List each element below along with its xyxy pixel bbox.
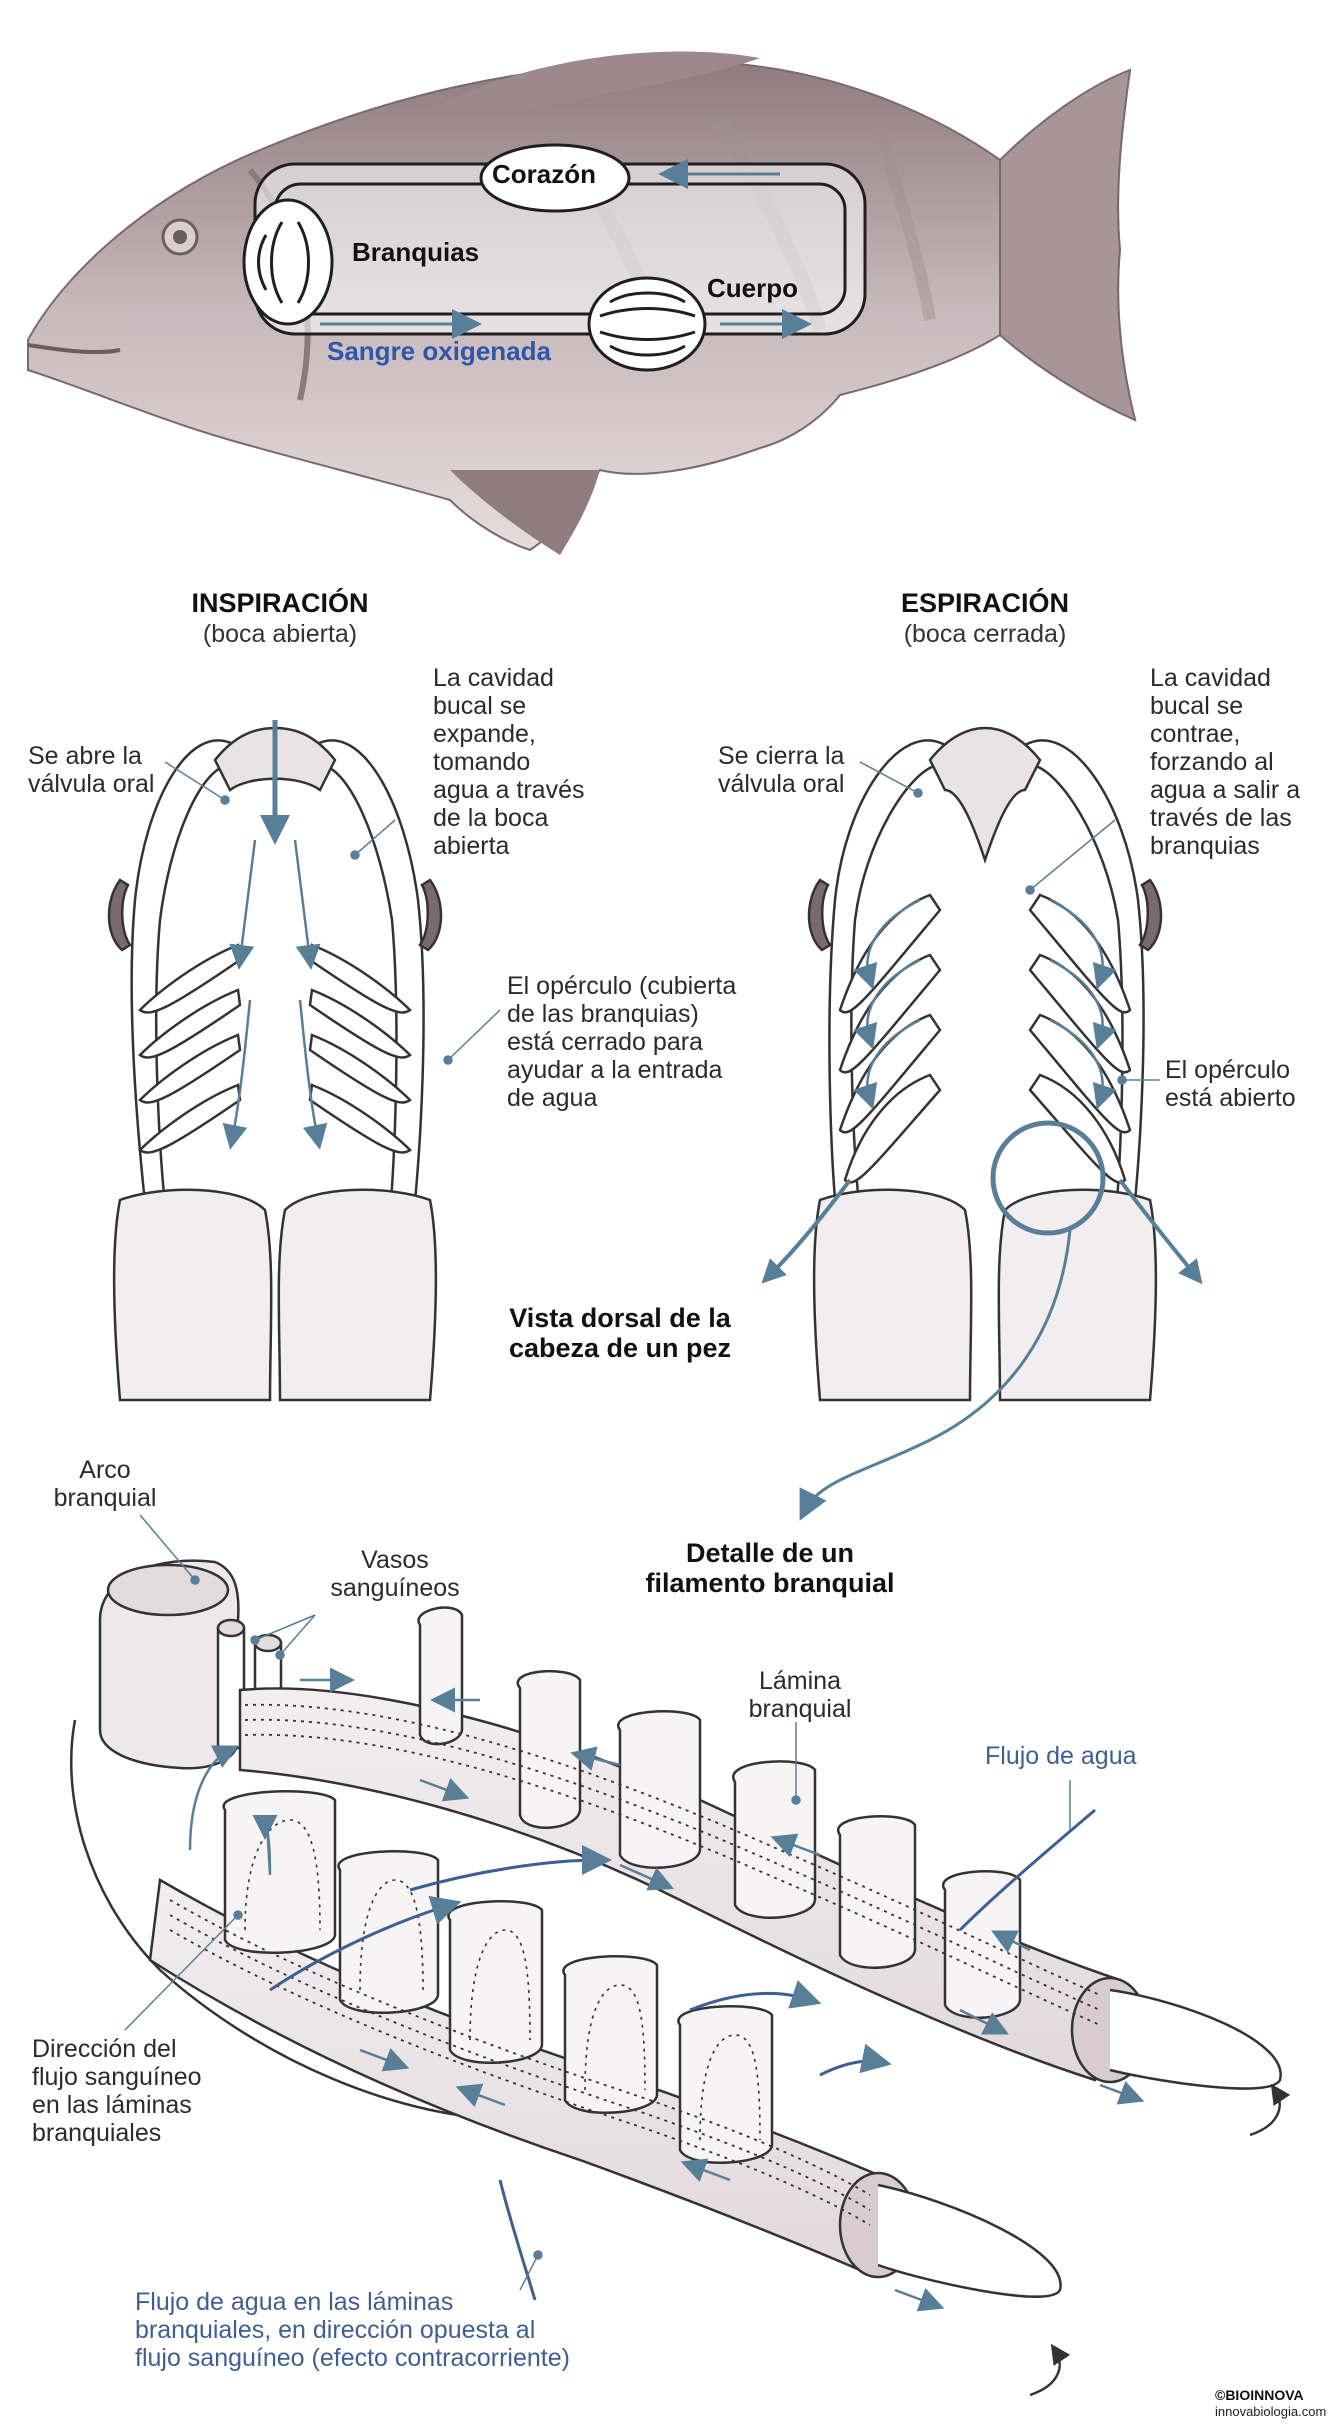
detail-title: Detalle de un filamento branquial	[645, 1538, 895, 1599]
inspiration-title: INSPIRACIÓN	[191, 588, 369, 618]
circulation-loop	[242, 143, 867, 372]
expiration-leader-lines	[859, 761, 1160, 1085]
inspiration-valve-label: Se abre la válvula oral	[28, 742, 155, 798]
detail-water-arrows	[269, 1808, 1096, 2301]
blood-vessels-label: Vasos sanguíneos	[330, 1546, 460, 1602]
fish-pupil	[173, 230, 187, 244]
inspiration-head	[107, 726, 443, 1402]
magnifier-circle	[990, 1120, 1106, 1236]
inspiration-water-arrows	[222, 720, 328, 1150]
body-chamber	[587, 276, 707, 372]
fish-dorsal-fin	[430, 51, 760, 112]
fish-mouth	[27, 343, 121, 355]
expiration-operculum-label: El opérculo está abierto	[1165, 1056, 1296, 1112]
upper-laminae	[417, 1606, 1022, 2019]
expiration-cavity-label: La cavidad bucal se contrae, forzando al…	[1150, 664, 1301, 860]
inspiration-operculum-label: El opérculo (cubierta de las branquias) …	[507, 972, 737, 1112]
dorsal-view-title: Vista dorsal de la cabeza de un pez	[508, 1303, 732, 1364]
head-outline-right	[314, 739, 425, 1231]
gill-filament-detail	[69, 1559, 1282, 2298]
inspiration-leader-lines	[164, 761, 501, 1065]
credit-url: innovabiologia.com	[1215, 2404, 1327, 2419]
countercurrent-label: Flujo de agua en las láminas branquiales…	[135, 2288, 570, 2372]
inspiration-subtitle: (boca abierta)	[202, 620, 358, 648]
inspiration-cavity-label: La cavidad bucal se expande, tomando agu…	[433, 664, 585, 860]
blood-direction-label: Dirección del flujo sanguíneo en las lám…	[32, 2035, 202, 2147]
water-flow-label: Flujo de agua	[985, 1742, 1137, 1770]
gill-arch-label: Arco branquial	[53, 1456, 157, 1512]
gill-chamber	[242, 198, 334, 326]
expiration-head	[807, 726, 1163, 1402]
expiration-title: ESPIRACIÓN	[900, 588, 1070, 618]
detail-link-arrow	[799, 1229, 1072, 1521]
expiration-valve-label: Se cierra la válvula oral	[718, 742, 845, 798]
head-outline-left	[130, 739, 236, 1231]
detail-leader-lines	[124, 1514, 1071, 2291]
lower-laminae	[222, 1790, 774, 2164]
oxygenated-blood-label: Sangre oxigenada	[327, 336, 551, 366]
inspiration-gill-arches	[138, 943, 412, 1154]
gills-label: Branquias	[352, 237, 480, 267]
body-label: Cuerpo	[707, 273, 798, 303]
heart-label: Corazón	[492, 159, 596, 189]
fish-tail-fin	[999, 68, 1137, 422]
lamina-label: Lámina branquial	[748, 1667, 852, 1723]
expiration-subtitle: (boca cerrada)	[903, 620, 1067, 648]
detail-flow-arrows	[188, 1667, 1291, 2397]
credit-brand: ©BIOINNOVA	[1215, 2387, 1304, 2403]
fish-pelvic-fin	[450, 470, 600, 555]
expiration-water-arrows	[761, 898, 1203, 1285]
heart-chamber	[479, 143, 631, 213]
